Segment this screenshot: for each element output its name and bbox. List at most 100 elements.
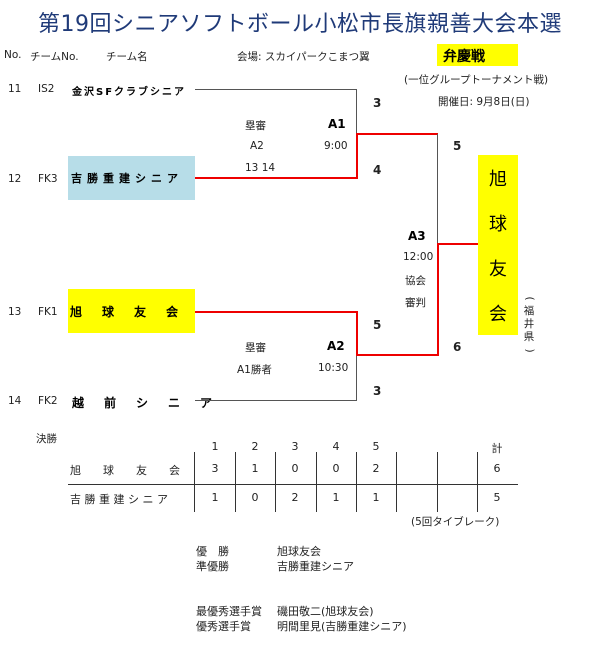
winner-line	[356, 133, 358, 179]
team-name: 吉勝重建シニア	[71, 172, 183, 185]
inning-header: 5	[372, 440, 380, 453]
winner-line	[195, 311, 358, 313]
a2-umpire: A1勝者	[237, 364, 272, 376]
team-number: 11	[8, 83, 22, 95]
column-divider	[356, 452, 357, 512]
prefecture-paren: (	[523, 296, 536, 301]
bracket-line	[356, 356, 357, 401]
a1-umpire: A2	[250, 140, 264, 152]
inning-header: 4	[332, 440, 340, 453]
bracket-name: 弁慶戦	[443, 49, 485, 65]
a1-score-bottom: 4	[373, 163, 382, 177]
total-header: 計	[491, 442, 503, 455]
bracket-name-badge: 弁慶戦	[437, 44, 518, 66]
column-divider	[275, 452, 276, 512]
team-code: FK2	[38, 395, 58, 407]
a2-score-bottom: 3	[373, 384, 382, 398]
award-value: 磯田敬二(旭球友会)	[277, 605, 374, 618]
a3-time: 12:00	[403, 251, 434, 263]
page-title: 第19回シニアソフトボール小松市長旗親善大会本選	[38, 12, 562, 37]
score-cell: 0	[332, 462, 340, 475]
team-highlight-box: 旭 球 友 会	[68, 289, 195, 333]
team-highlight-box: 吉勝重建シニア	[68, 156, 195, 200]
prefecture-char: 福	[523, 305, 535, 317]
column-divider	[194, 452, 195, 512]
scoreboard-divider	[68, 484, 518, 485]
champion-prefecture: ( 福 井 県 )	[522, 292, 536, 357]
a1-time: 9:00	[324, 140, 348, 152]
a2-score-top: 5	[373, 318, 382, 332]
a1-game-id: A1	[328, 117, 346, 131]
a3-score-top: 5	[453, 139, 462, 153]
score-cell: 2	[372, 462, 380, 475]
winner-line	[437, 243, 439, 356]
event-date: 開催日: 9月8日(日)	[438, 96, 530, 108]
team-name: 旭 球 友 会	[70, 304, 183, 319]
team-name: 金沢SFクラブシニア	[72, 87, 187, 98]
score-cell: 2	[291, 491, 299, 504]
award-label: 優 勝	[196, 545, 229, 558]
award-value: 旭球友会	[277, 545, 321, 558]
final-label: 決勝	[36, 433, 57, 445]
final-team-name: 吉 勝 重 建 シ ニ ア	[70, 493, 168, 506]
award-label: 準優勝	[196, 560, 229, 573]
team-number: 13	[8, 306, 22, 318]
score-cell: 1	[332, 491, 340, 504]
score-cell: 1	[251, 462, 259, 475]
team-code: IS2	[38, 83, 55, 95]
award-value: 明間里見(吉勝重建シニア)	[277, 620, 407, 633]
champion-char: 球	[489, 213, 507, 235]
award-label: 優秀選手賞	[196, 620, 251, 633]
prefecture-char: 県	[523, 331, 535, 343]
winner-line	[356, 354, 438, 356]
column-divider	[316, 452, 317, 512]
award-label: 最優秀選手賞	[196, 605, 262, 618]
tiebreak-note: (5回タイブレーク)	[411, 516, 500, 528]
score-cell: 1	[211, 491, 219, 504]
score-cell: 0	[291, 462, 299, 475]
col-team-no-header: チームNo.	[30, 51, 79, 63]
a3-umpire-line1: 協会	[405, 275, 426, 287]
total-cell: 6	[493, 462, 501, 475]
team-number: 12	[8, 173, 22, 185]
winner-line	[195, 177, 358, 179]
bracket-line	[437, 134, 438, 244]
score-cell: 0	[251, 491, 259, 504]
team-code: FK3	[38, 173, 58, 185]
winner-line	[437, 243, 478, 245]
a3-umpire-line2: 審判	[405, 297, 426, 309]
champion-box: 旭 球 友 会	[478, 155, 518, 335]
inning-header: 1	[211, 440, 219, 453]
bracket-line	[195, 400, 357, 401]
team-name: 越 前 シ ニ ア	[72, 396, 217, 410]
champion-char: 友	[489, 258, 507, 280]
column-divider	[396, 452, 397, 512]
winner-line	[356, 133, 438, 135]
bracket-note: (一位グループトーナメント戦)	[404, 74, 549, 86]
winner-line	[356, 311, 358, 356]
column-divider	[235, 452, 236, 512]
a1-umpire-teams: 13 14	[245, 162, 276, 174]
final-team-name: 旭 球 友 会	[70, 464, 180, 477]
a1-umpire-label: 塁審	[245, 120, 266, 132]
venue: 会場: スカイパークこまつ翼	[237, 51, 370, 63]
bracket-line	[356, 89, 357, 135]
score-cell: 1	[372, 491, 380, 504]
col-no-header: No.	[4, 49, 22, 61]
score-cell: 3	[211, 462, 219, 475]
team-number: 14	[8, 395, 22, 407]
a2-umpire-label: 塁審	[245, 342, 266, 354]
inning-header: 2	[251, 440, 259, 453]
a3-score-bottom: 6	[453, 340, 462, 354]
column-divider	[437, 452, 438, 512]
award-value: 吉勝重建シニア	[277, 560, 354, 573]
col-team-name-header: チーム名	[106, 51, 148, 63]
a3-game-id: A3	[408, 229, 426, 243]
column-divider	[477, 452, 478, 512]
prefecture-char: 井	[523, 318, 535, 330]
total-cell: 5	[493, 491, 501, 504]
inning-header: 3	[291, 440, 299, 453]
champion-char: 会	[489, 303, 507, 325]
prefecture-paren: )	[523, 348, 536, 353]
a2-time: 10:30	[318, 362, 349, 374]
